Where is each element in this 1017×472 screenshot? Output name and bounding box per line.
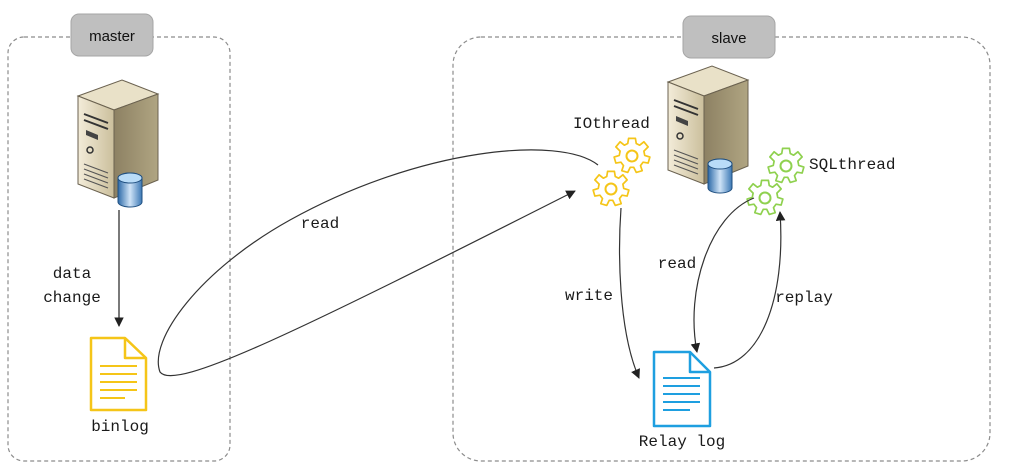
io-thread-label: IOthread — [573, 115, 650, 133]
slave-tag: slave — [682, 15, 776, 59]
relay-log-document-icon — [652, 350, 712, 428]
server-with-database-icon — [77, 79, 159, 208]
replay-arrow — [713, 211, 786, 369]
slave-label: slave — [711, 30, 746, 47]
network-read-loop-arrow — [157, 149, 599, 377]
data-change-label-line1: data — [53, 265, 92, 283]
binlog-label: binlog — [91, 418, 149, 436]
sql-thread-gear-icon — [746, 147, 805, 216]
write-arrow — [618, 207, 640, 379]
server-with-database-icon — [667, 65, 749, 194]
master-tag: master — [70, 13, 154, 57]
sql-read-arrow — [690, 197, 755, 353]
master-label: master — [89, 28, 135, 45]
binlog-document-icon — [89, 336, 148, 412]
data-change-label-line2: change — [43, 289, 101, 307]
replay-label: replay — [775, 289, 833, 307]
write-label: write — [565, 287, 613, 305]
io-thread-gear-icon — [592, 137, 651, 207]
sql-thread-label: SQLthread — [809, 156, 895, 174]
network-read-label: read — [301, 215, 339, 233]
sql-read-label: read — [658, 255, 696, 273]
relay-log-label: Relay log — [639, 433, 725, 451]
